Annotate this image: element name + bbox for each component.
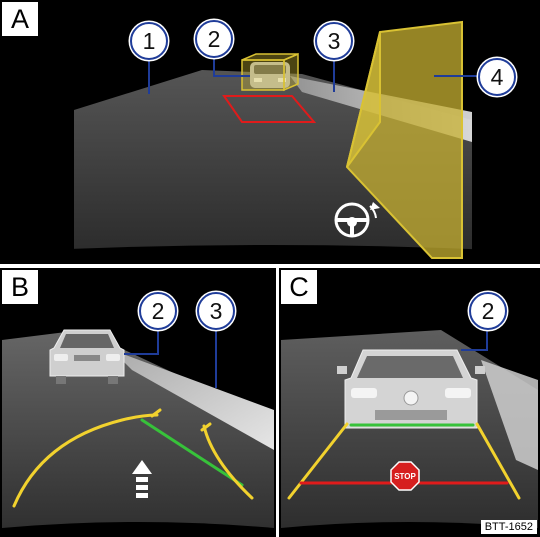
figure-reference: BTT-1652 bbox=[480, 520, 537, 534]
parking-target-outline bbox=[222, 95, 317, 123]
callout-leaders bbox=[148, 57, 478, 94]
steering-wheel-icon bbox=[334, 202, 380, 238]
callout-2: 2 bbox=[139, 292, 177, 330]
panel-label-a: A bbox=[2, 2, 40, 38]
front-car bbox=[337, 349, 485, 429]
panel-c-scene: STOP bbox=[281, 326, 538, 535]
obstacle-zone bbox=[345, 20, 463, 259]
curb bbox=[112, 350, 274, 450]
callout-3: 3 bbox=[197, 292, 235, 330]
car-hood-edge bbox=[2, 245, 538, 262]
callout-1: 1 bbox=[130, 22, 168, 60]
car-hood-edge bbox=[281, 522, 538, 535]
direction-arrow-icon bbox=[132, 460, 152, 498]
panel-c: STOP C 2 bbox=[279, 268, 540, 537]
panel-a-scene bbox=[2, 20, 538, 262]
distant-car bbox=[250, 62, 290, 88]
car-hood-edge bbox=[2, 522, 274, 535]
parked-car bbox=[49, 329, 125, 384]
callout-leaders bbox=[124, 328, 217, 388]
callout-leaders bbox=[461, 326, 488, 351]
panel-a: A 1 2 3 4 bbox=[0, 0, 540, 264]
panel-label-c: C bbox=[281, 270, 319, 306]
curb bbox=[481, 360, 538, 470]
parking-guide-lines bbox=[287, 422, 521, 500]
callout-4: 4 bbox=[478, 58, 516, 96]
callout-2: 2 bbox=[469, 292, 507, 330]
panel-label-b: B bbox=[2, 270, 40, 306]
callout-2: 2 bbox=[195, 20, 233, 58]
panel-b-scene bbox=[2, 328, 274, 535]
stop-sign-icon: STOP bbox=[390, 461, 420, 491]
parking-guide-lines bbox=[12, 408, 254, 508]
road-surface bbox=[2, 330, 274, 535]
stop-sign-text: STOP bbox=[394, 472, 416, 481]
callout-3: 3 bbox=[315, 22, 353, 60]
vehicle-detection-box bbox=[241, 52, 299, 92]
panel-b: B 2 3 bbox=[0, 268, 276, 537]
